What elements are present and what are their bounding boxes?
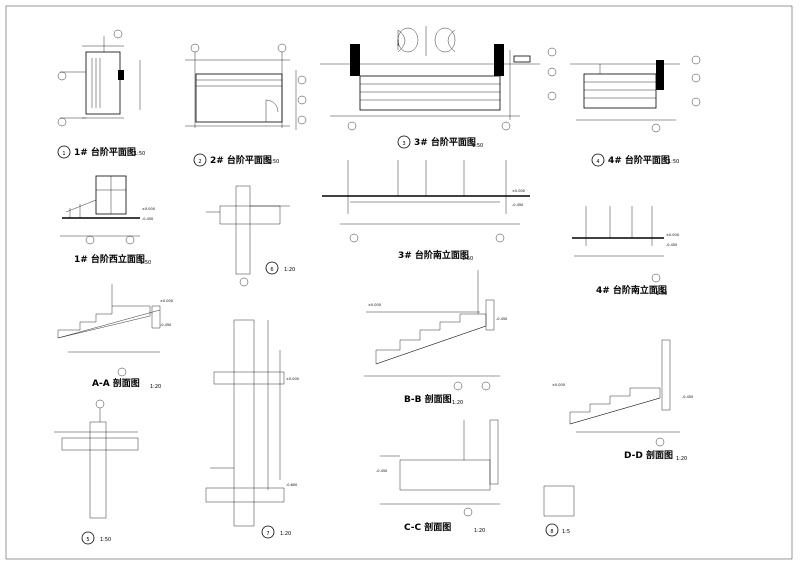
svg-text:±0.000: ±0.000 [666, 233, 679, 237]
svg-text:±0.000: ±0.000 [286, 377, 299, 381]
svg-text:4# 台阶平面图: 4# 台阶平面图 [608, 154, 670, 166]
svg-text:-0.450: -0.450 [512, 203, 523, 207]
svg-text:1:20: 1:20 [452, 400, 463, 406]
svg-text:6: 6 [270, 267, 273, 273]
plan-4 [570, 55, 701, 133]
svg-text:±0.000: ±0.000 [512, 189, 525, 193]
section-aa: ±0.000 -0.450 A-A 剖面图 1:20 [57, 284, 173, 390]
title-plan-3: 3 3# 台阶平面图 1:50 [397, 135, 483, 149]
svg-text:1:50: 1:50 [100, 537, 111, 543]
plan-1 [57, 29, 141, 127]
sheet-border [5, 5, 793, 560]
svg-text:1:50: 1:50 [462, 256, 473, 262]
svg-text:B-B 剖面图: B-B 剖面图 [404, 393, 452, 405]
svg-text:-0.450: -0.450 [376, 469, 387, 473]
svg-text:-0.450: -0.450 [142, 217, 153, 221]
svg-text:2: 2 [198, 159, 201, 165]
svg-text:1# 台阶平面图: 1# 台阶平面图 [74, 146, 136, 158]
svg-text:1:5: 1:5 [562, 529, 570, 535]
svg-text:-0.450: -0.450 [666, 243, 677, 247]
svg-text:1:50: 1:50 [140, 260, 151, 266]
plan-3 [320, 26, 557, 131]
section-dd: ±0.000 -0.450 D-D 剖面图 1:20 [552, 339, 693, 462]
svg-text:-0.600: -0.600 [286, 483, 297, 487]
svg-text:7: 7 [266, 531, 269, 537]
svg-text:8: 8 [550, 529, 553, 535]
svg-text:1:50: 1:50 [472, 143, 483, 149]
svg-text:1:50: 1:50 [134, 151, 145, 157]
svg-text:3: 3 [402, 141, 405, 147]
svg-text:±0.000: ±0.000 [368, 303, 381, 307]
title-plan-2: 2 2# 台阶平面图 1:50 [193, 153, 279, 167]
svg-text:-0.450: -0.450 [160, 323, 171, 327]
detail-number-1: 1 [62, 151, 65, 157]
title-plan-4: 4 4# 台阶平面图 1:50 [591, 153, 679, 167]
svg-text:±0.000: ±0.000 [160, 299, 173, 303]
svg-text:4# 台阶南立面图: 4# 台阶南立面图 [596, 284, 667, 296]
svg-text:3# 台阶南立面图: 3# 台阶南立面图 [398, 249, 469, 261]
svg-text:3# 台阶平面图: 3# 台阶平面图 [414, 136, 476, 148]
svg-text:-0.450: -0.450 [496, 317, 507, 321]
svg-text:1# 台阶西立面图: 1# 台阶西立面图 [74, 253, 145, 265]
detail-7: ±0.000 -0.600 7 1:20 [205, 319, 299, 539]
svg-text:1:20: 1:20 [280, 531, 291, 537]
svg-text:-0.450: -0.450 [682, 395, 693, 399]
svg-text:D-D 剖面图: D-D 剖面图 [624, 449, 673, 461]
svg-text:2# 台阶平面图: 2# 台阶平面图 [210, 154, 272, 166]
svg-text:1:20: 1:20 [676, 456, 687, 462]
svg-text:1:20: 1:20 [474, 528, 485, 534]
svg-text:C-C 剖面图: C-C 剖面图 [404, 521, 451, 533]
elevation-4-south: ±0.000 -0.450 4# 台阶南立面图 1:50 [572, 206, 679, 297]
detail-5: 5 1:50 [54, 399, 139, 545]
elevation-1-west: ±0.000 -0.450 1# 台阶西立面图 1:50 [60, 175, 155, 266]
svg-text:1:20: 1:20 [150, 384, 161, 390]
detail-8: 8 1:5 [543, 485, 575, 537]
detail-6: 6 1:20 [206, 185, 295, 287]
svg-text:±0.000: ±0.000 [552, 383, 565, 387]
section-cc: -0.450 C-C 剖面图 1:20 [376, 419, 500, 534]
svg-text:A-A 剖面图: A-A 剖面图 [92, 377, 140, 389]
svg-text:±0.000: ±0.000 [142, 207, 155, 211]
svg-text:1:50: 1:50 [268, 159, 279, 165]
svg-text:1:20: 1:20 [284, 267, 295, 273]
svg-text:4: 4 [596, 159, 599, 165]
plan-2 [185, 43, 307, 130]
elevation-3-south: ±0.000 -0.450 3# 台阶南立面图 1:50 [322, 160, 530, 262]
svg-text:1:50: 1:50 [656, 291, 667, 297]
section-bb: ±0.000 -0.450 B-B 剖面图 1:20 [364, 270, 507, 406]
svg-text:5: 5 [86, 537, 89, 543]
title-plan-1: 1 1# 台阶平面图 1:50 [57, 145, 145, 159]
svg-text:1:50: 1:50 [668, 159, 679, 165]
